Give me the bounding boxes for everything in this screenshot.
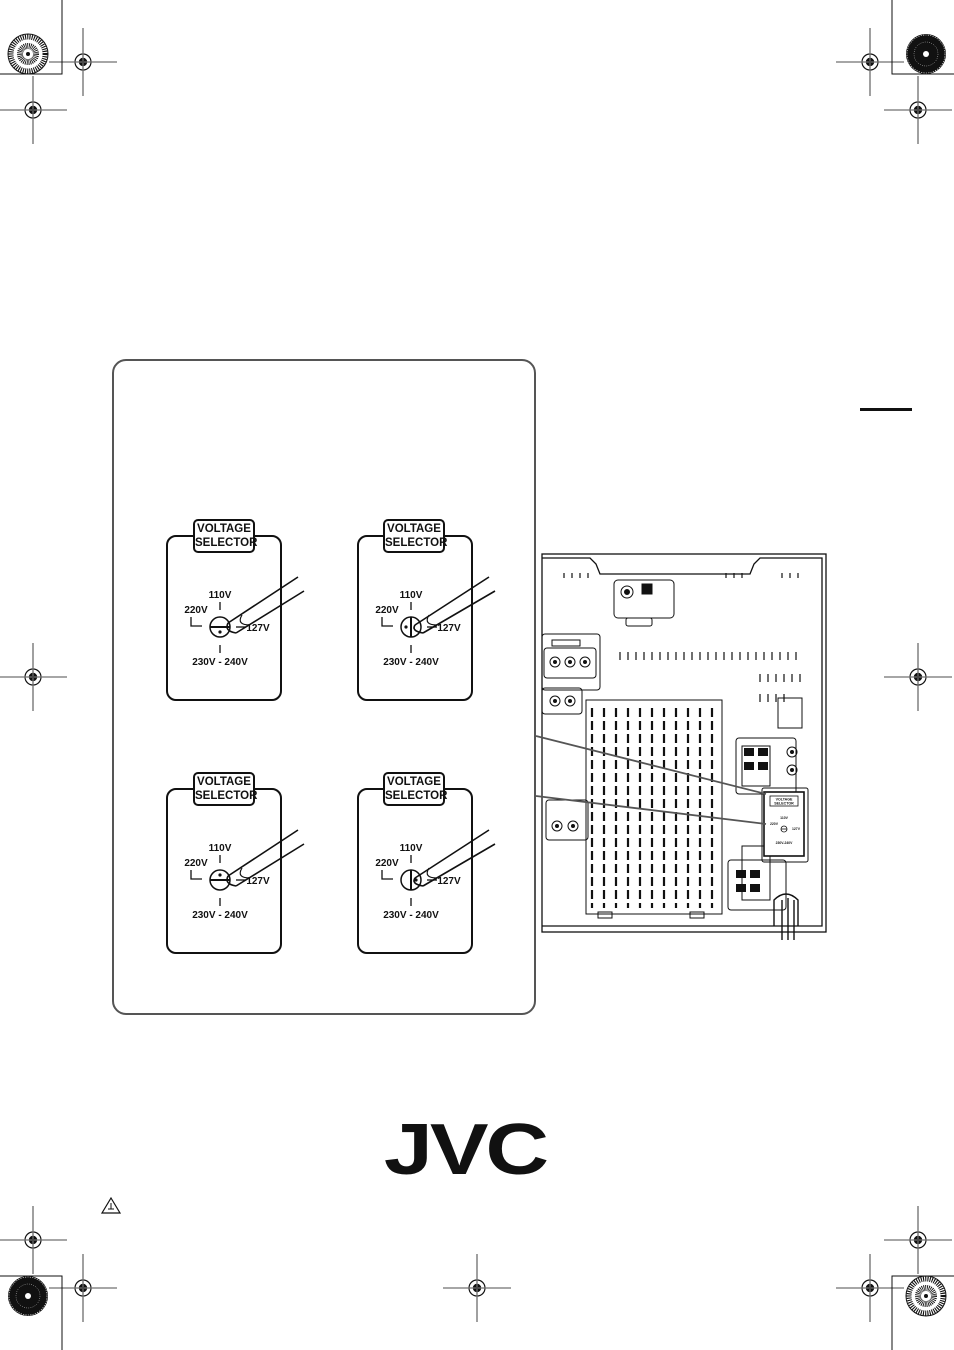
voltage-selector-label-line2: SELECTOR xyxy=(385,536,443,550)
label-220v: 220V xyxy=(184,605,208,616)
voltage-selector-label-line1: VOLTAGE xyxy=(195,775,253,789)
voltage-dial-panel-110v: 110V 220V 127V 230V - 240V xyxy=(367,828,497,928)
jvc-logo: JVC xyxy=(374,1110,556,1180)
rear-selector-230v: 230V-240V xyxy=(776,841,794,845)
label-110v: 110V xyxy=(400,590,423,601)
registration-target-icon xyxy=(906,34,946,74)
rear-selector-110v: 110V xyxy=(780,816,788,820)
label-230v-240v: 230V - 240V xyxy=(192,910,248,921)
label-110v: 110V xyxy=(400,843,423,854)
voltage-dial-panel-220v: 110V 220V 127V 230V - 240V xyxy=(176,575,306,675)
label-127v: 127V xyxy=(437,623,461,634)
voltage-selector-label: VOLTAGE SELECTOR xyxy=(193,772,255,806)
voltage-selector-label-line1: VOLTAGE xyxy=(385,775,443,789)
registration-target-icon xyxy=(8,1276,48,1316)
section-rule xyxy=(860,408,912,411)
registration-target-icon xyxy=(906,1276,946,1316)
rear-selector-label-2: SELECTOR xyxy=(774,802,794,806)
registration-target-icon xyxy=(8,34,48,74)
rear-selector-127v: 127V xyxy=(792,827,801,831)
voltage-selector-label-line2: SELECTOR xyxy=(385,789,443,803)
voltage-selector-label: VOLTAGE SELECTOR xyxy=(383,519,445,553)
recycle-mark-icon xyxy=(100,1196,122,1216)
voltage-selector-label-line1: VOLTAGE xyxy=(385,522,443,536)
label-110v: 110V xyxy=(209,590,232,601)
label-230v-240v: 230V - 240V xyxy=(383,910,439,921)
voltage-dial-panel-127v: 110V 220V 127V 230V - 240V xyxy=(367,575,497,675)
callout-lines xyxy=(530,730,770,830)
voltage-selector-label: VOLTAGE SELECTOR xyxy=(193,519,255,553)
voltage-selector-label-line2: SELECTOR xyxy=(195,789,253,803)
label-110v: 110V xyxy=(209,843,232,854)
label-220v: 220V xyxy=(184,858,208,869)
label-127v: 127V xyxy=(437,876,461,887)
label-230v-240v: 230V - 240V xyxy=(192,657,248,668)
label-220v: 220V xyxy=(375,858,399,869)
voltage-selector-label-line2: SELECTOR xyxy=(195,536,253,550)
label-230v-240v: 230V - 240V xyxy=(383,657,439,668)
voltage-selector-label-line1: VOLTAGE xyxy=(195,522,253,536)
voltage-selector-label: VOLTAGE SELECTOR xyxy=(383,772,445,806)
rear-selector-220v: 220V xyxy=(770,822,779,826)
label-220v: 220V xyxy=(375,605,399,616)
voltage-dial-panel-230v-240v: 110V 220V 127V 230V - 240V xyxy=(176,828,306,928)
jvc-logo-text: JVC xyxy=(384,1110,547,1180)
